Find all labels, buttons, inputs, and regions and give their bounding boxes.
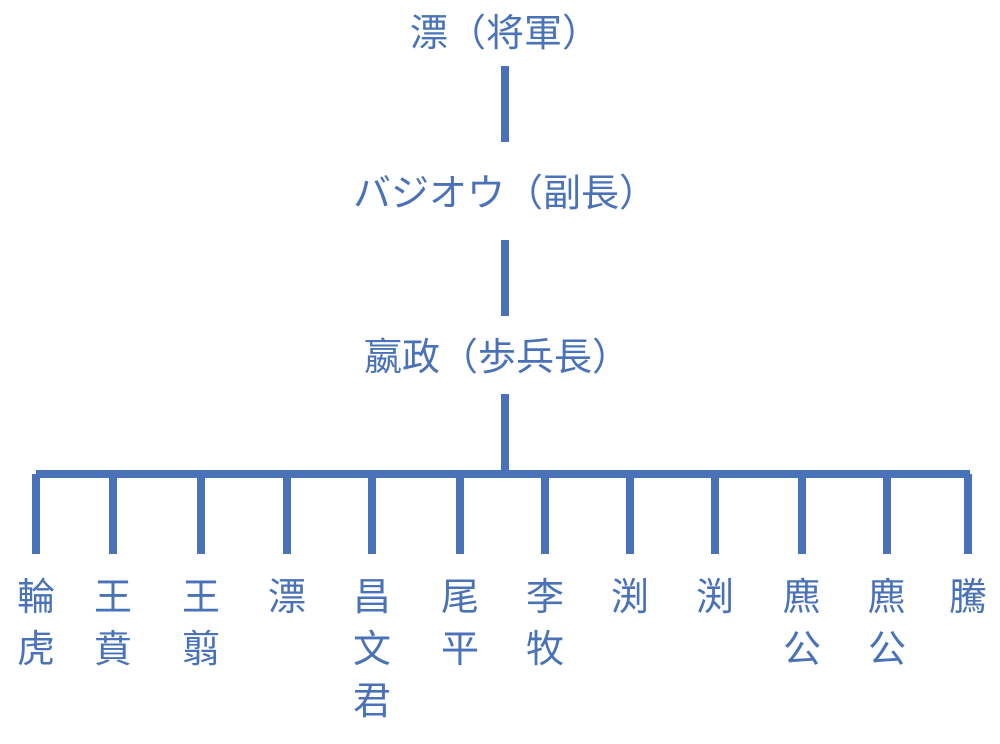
member-label: 騰 — [949, 575, 987, 619]
member-label: 漂 — [268, 575, 306, 619]
node-infantry: 嬴政（歩兵長） — [364, 335, 630, 379]
member-label: 輪虎 — [17, 575, 55, 671]
member-label: 昌文君 — [353, 575, 391, 723]
member-label: 王翦 — [182, 575, 220, 671]
member-label: 渕 — [611, 575, 649, 619]
member-label: 麃公 — [783, 575, 821, 671]
node-general: 漂（将軍） — [410, 11, 600, 55]
member-label: 渕 — [696, 575, 734, 619]
node-vice: バジオウ（副長） — [353, 171, 657, 215]
member-label: 李牧 — [526, 575, 564, 671]
member-drops — [32, 474, 972, 554]
member-label: 王賁 — [94, 575, 132, 671]
member-labels: 輪虎王賁王翦漂昌文君尾平李牧渕渕麃公麃公騰 — [17, 575, 987, 723]
member-label: 尾平 — [441, 575, 479, 671]
member-label: 麃公 — [868, 575, 906, 671]
